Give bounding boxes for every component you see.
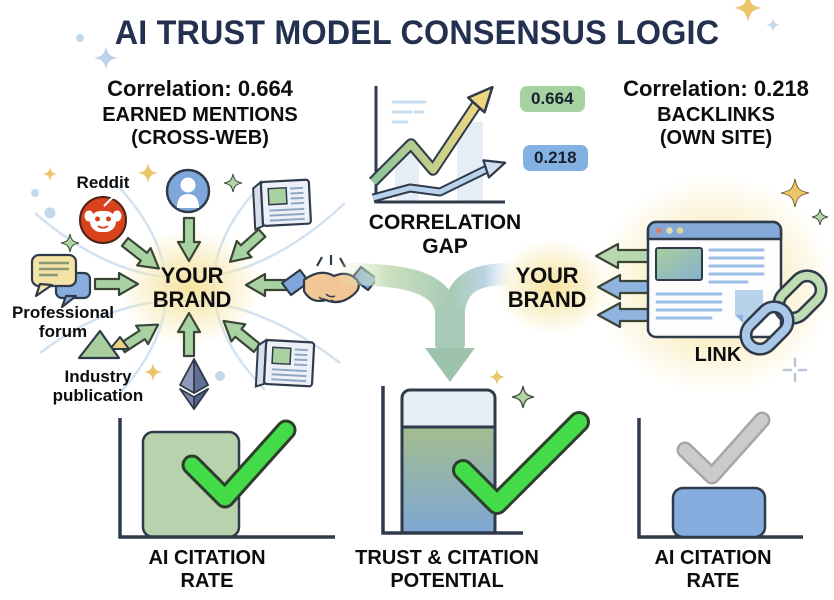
correlation-gap-label: CORRELATION GAP [368, 211, 522, 259]
reddit-label: Reddit [76, 173, 130, 192]
page-icon [735, 290, 763, 323]
right-heading: BACKLINKS (OWN SITE) [657, 104, 775, 150]
your-brand-left: YOUR BRAND [152, 263, 232, 312]
glass-outline [400, 388, 497, 535]
checkmark-green [181, 419, 297, 509]
backlinks-trend-arrow [371, 159, 507, 203]
link-label: LINK [694, 344, 742, 366]
outbound-link-arrows [594, 242, 680, 329]
ai-citation-rate-right-label: AI CITATION RATE [654, 547, 772, 592]
reddit-icon [79, 193, 127, 244]
checkmark-green [452, 411, 590, 515]
trust-potential-chart [381, 386, 590, 535]
axes [118, 418, 335, 539]
chat-bubble-blue [54, 271, 92, 309]
page-title: AI TRUST MODEL CONSENSUS LOGIC [114, 14, 720, 52]
blue-bar [671, 486, 767, 539]
left-header: Correlation: 0.664 EARNED MENTIONS (CROS… [60, 76, 340, 150]
right-sparkles [781, 179, 828, 225]
newspaper-icon-top [252, 178, 312, 231]
professional-forum-label: Professional forum [11, 303, 115, 342]
checkmark-gray [676, 411, 771, 485]
newspaper-icon-bottom [254, 338, 316, 388]
citation-rate-chart-left [118, 418, 335, 539]
right-header: Correlation: 0.218 BACKLINKS (OWN SITE) [596, 76, 834, 150]
green-bar [141, 430, 241, 539]
merge-funnel-arrow [340, 263, 510, 382]
right-correlation-value: Correlation: 0.218 [623, 76, 809, 101]
sparkles-center-bottom [489, 369, 534, 408]
trust-citation-potential-label: TRUST & CITATION POTENTIAL [355, 547, 539, 592]
crosshair-decoration [782, 357, 808, 383]
correlation-gap-chart [368, 85, 507, 204]
ethereum-icon [179, 358, 209, 410]
handshake-icon [280, 255, 375, 304]
axes [381, 386, 523, 535]
axes [637, 418, 803, 539]
citation-rate-chart-right [637, 411, 803, 539]
industry-publication-label: Industry publication [52, 367, 144, 406]
glass-fill [403, 427, 494, 532]
chat-bubble-yellow [30, 253, 78, 298]
chain-link-icon [739, 269, 828, 356]
browser-window-icon [646, 220, 783, 339]
user-icon [165, 168, 211, 214]
mentions-trend-arrow [368, 85, 494, 187]
left-correlation-value: Correlation: 0.664 [107, 76, 293, 101]
high-correlation-badge: 0.664 [520, 86, 585, 112]
left-heading: EARNED MENTIONS (CROSS-WEB) [102, 104, 298, 150]
chart-axes [374, 86, 505, 204]
low-correlation-badge: 0.218 [523, 145, 588, 171]
your-brand-right: YOUR BRAND [507, 263, 587, 312]
forum-chat-icon [30, 253, 92, 309]
ai-citation-rate-left-label: AI CITATION RATE [148, 547, 266, 592]
